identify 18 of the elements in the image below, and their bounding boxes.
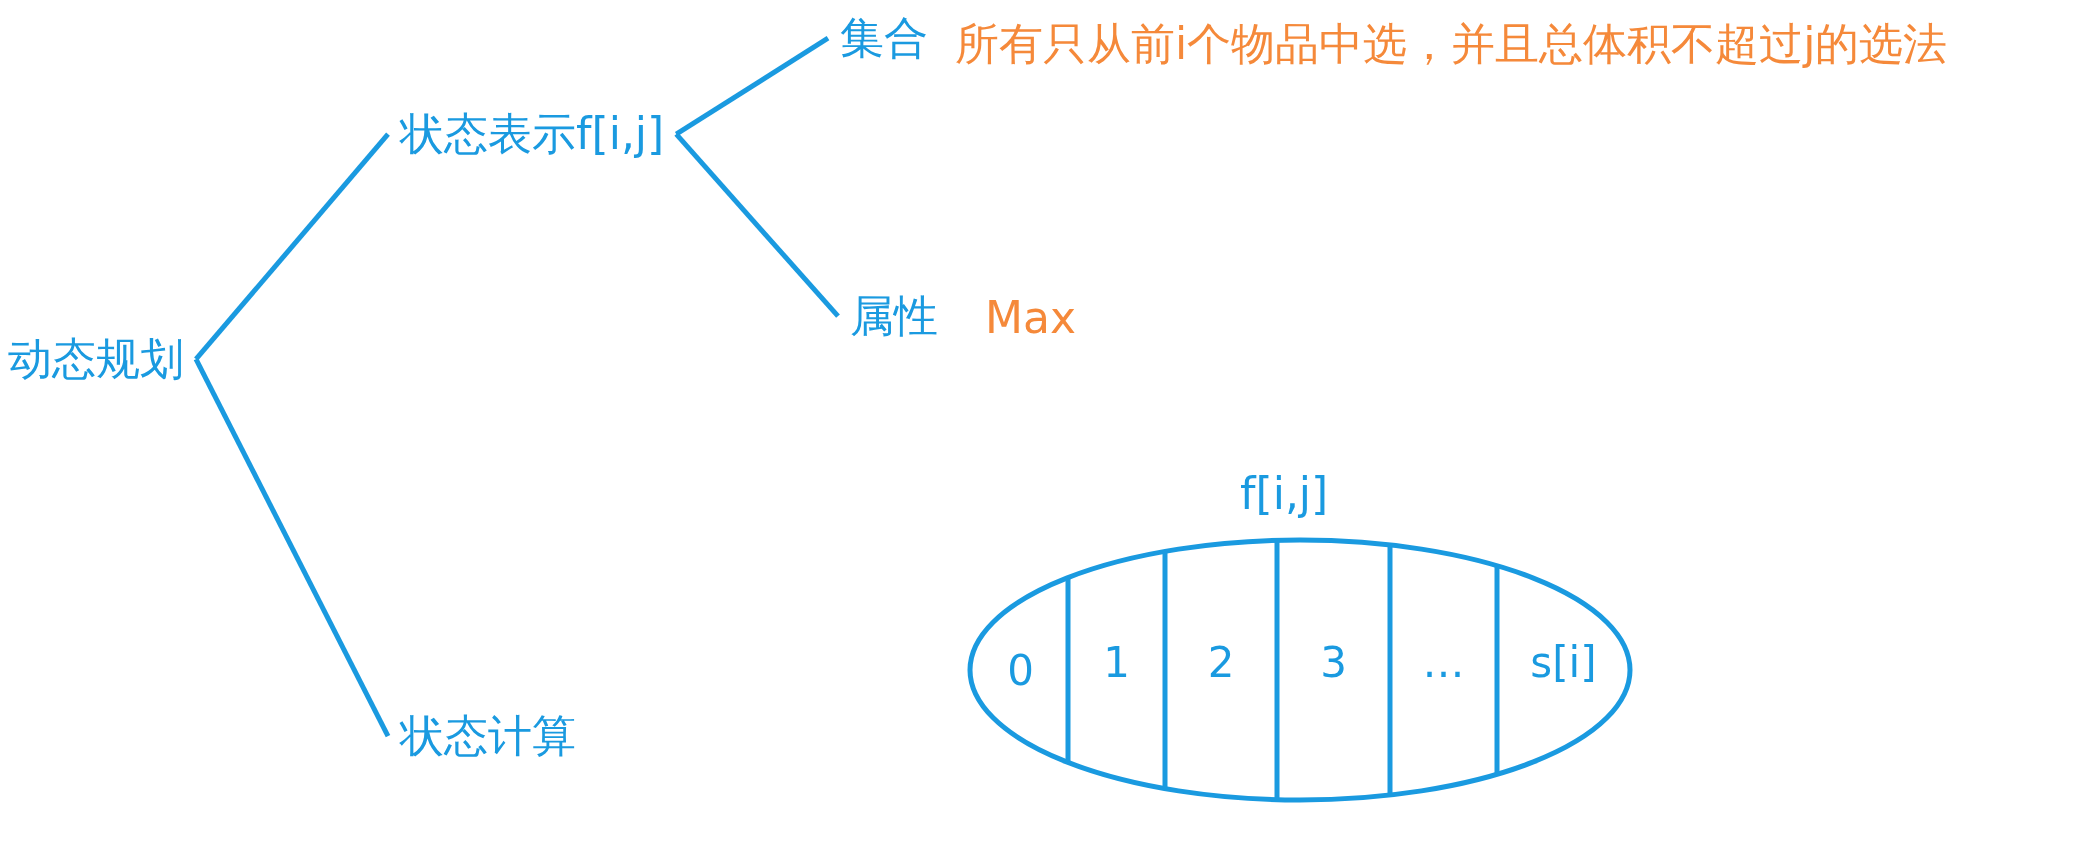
- heading-label: f[i,j]: [1240, 470, 1329, 519]
- segment-label: 3: [1288, 640, 1379, 687]
- description-text: Max: [985, 294, 1076, 343]
- branch-line: [193, 358, 391, 738]
- segment-label: 0: [975, 648, 1066, 695]
- branch-line: [674, 132, 840, 318]
- branch-label: 状态计算: [400, 712, 576, 761]
- branch-line: [194, 132, 390, 361]
- leaf-label: 属性: [850, 292, 938, 341]
- segment-label: 2: [1176, 640, 1266, 687]
- leaf-label: 集合: [840, 14, 928, 63]
- segment-label: 1: [1071, 640, 1162, 687]
- branch-label: 状态表示f[i,j]: [400, 110, 665, 159]
- branch-line: [674, 36, 830, 137]
- segment-label: …: [1398, 640, 1489, 687]
- description-text: 所有只从前i个物品中选，并且总体积不超过j的选法: [955, 20, 1948, 69]
- root-label: 动态规划: [8, 335, 184, 384]
- segment-label: s[i]: [1518, 640, 1609, 687]
